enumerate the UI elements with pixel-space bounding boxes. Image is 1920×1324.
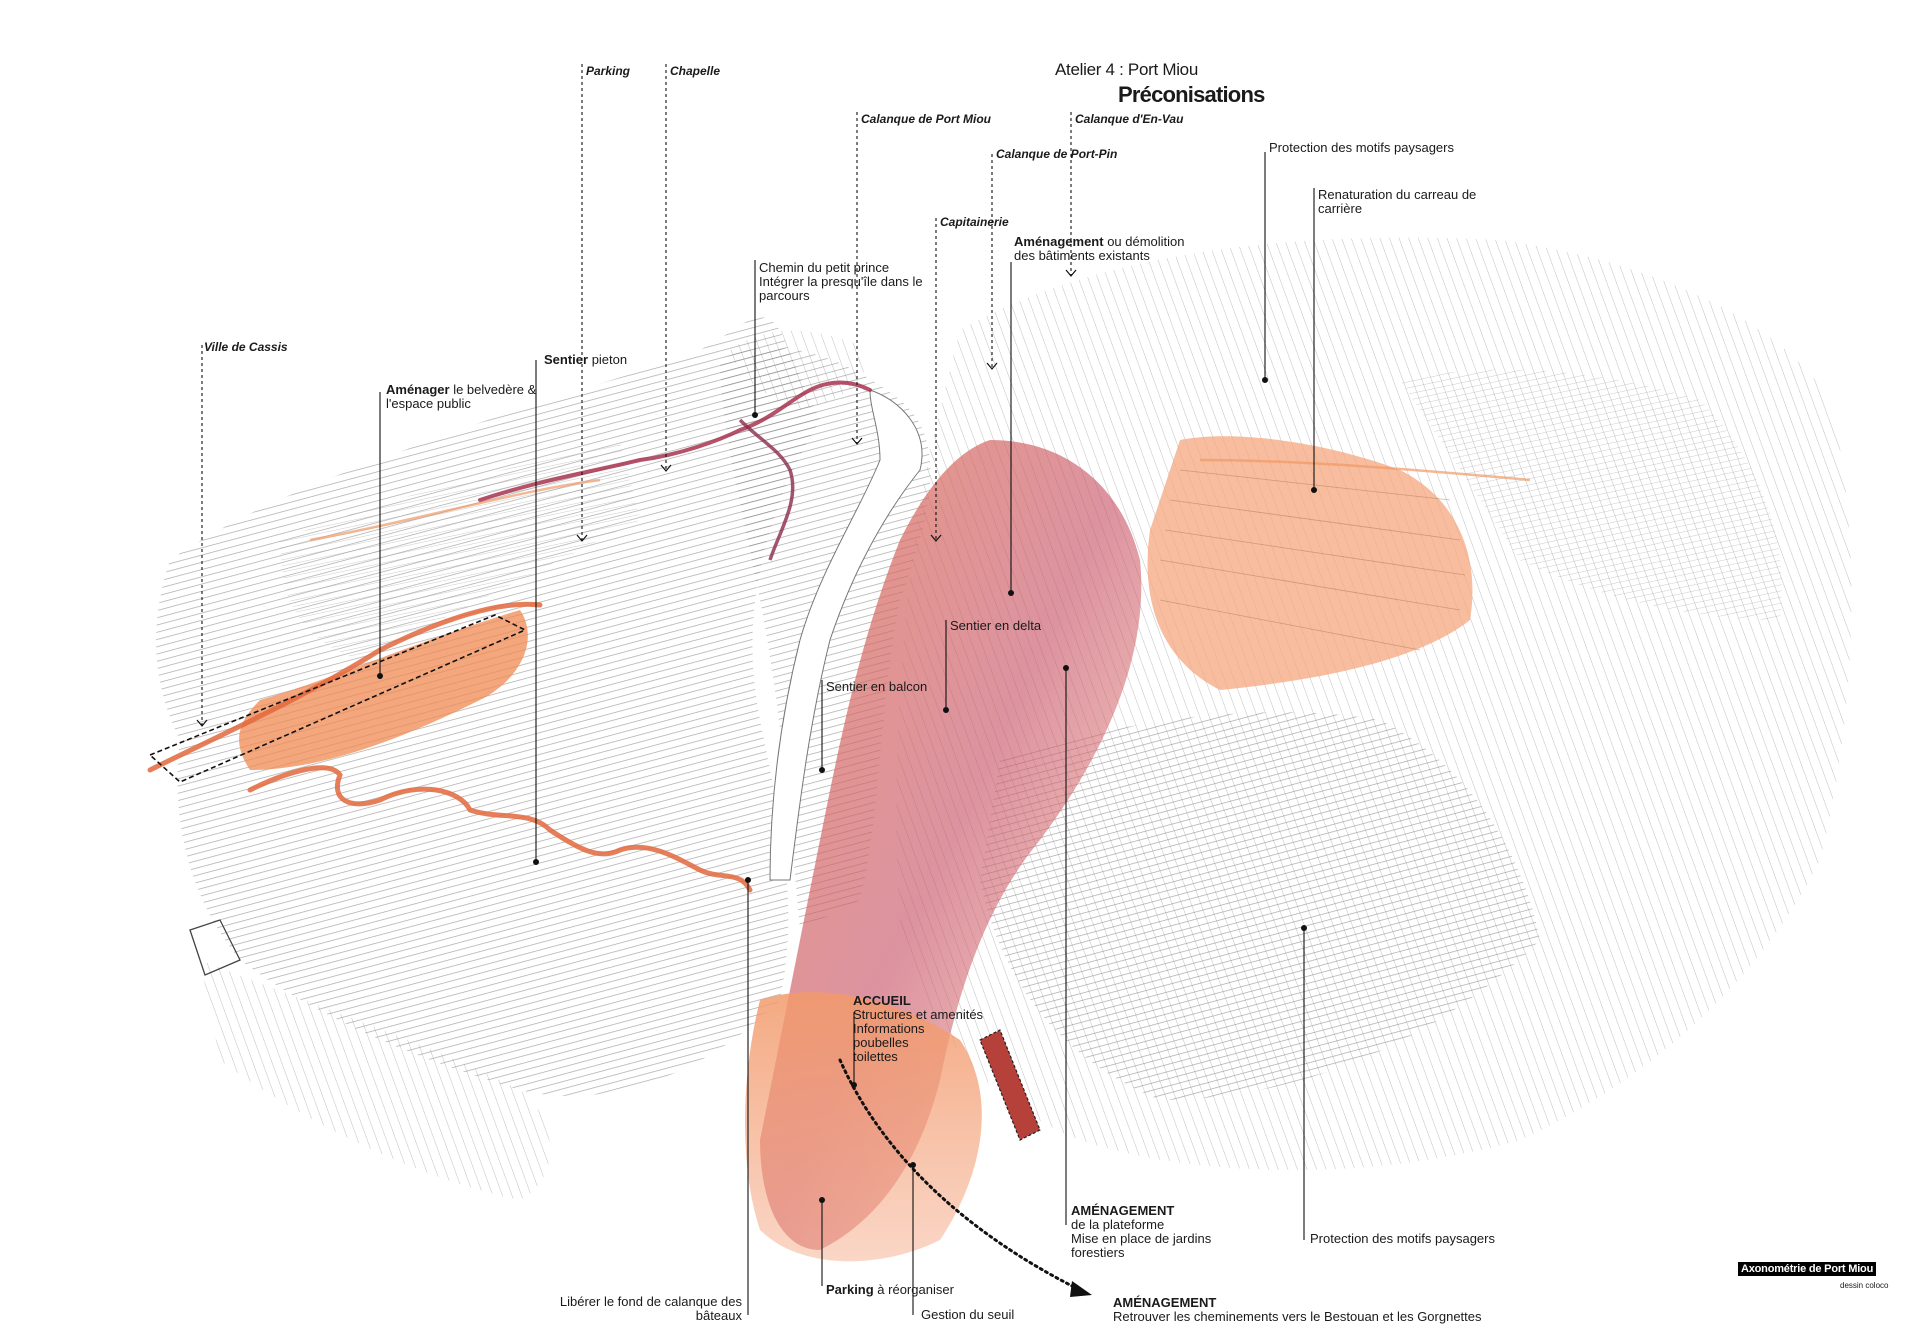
belvedere-wash <box>239 610 528 770</box>
building <box>979 1029 1041 1141</box>
place-port-miou: Calanque de Port Miou <box>861 112 992 126</box>
figure-caption: Axonométrie de Port Miou <box>1738 1262 1877 1276</box>
annotation-amenagement-batiments: Aménagement ou démolition des bâtiments … <box>1014 234 1185 263</box>
quarry-floor <box>1147 436 1473 690</box>
quarry-floor-lines <box>1159 469 1466 651</box>
annotation-parking-reorg: Parking à réorganiser <box>826 1282 954 1297</box>
access-arrow <box>838 1058 1082 1292</box>
terrain-left-lower <box>200 960 550 1200</box>
place-en-vau: Calanque d'En-Vau <box>1075 112 1184 126</box>
annotation-petit-prince: Chemin du petit prince Intégrer la presq… <box>759 260 923 303</box>
annotation-sentier-delta: Sentier en delta <box>950 618 1042 633</box>
calanque-lower-wash <box>745 992 982 1262</box>
annotation-sentier-balcon: Sentier en balcon <box>826 679 928 694</box>
leader-dots <box>377 377 1317 1203</box>
annotation-belvedere: Aménager le belvedère & l'espace public <box>386 382 537 411</box>
terrain-left <box>156 317 821 1097</box>
terrain-far-left <box>280 440 640 660</box>
terrain-right-ridge <box>980 712 1540 1100</box>
terrain-peninsula-top <box>730 330 867 410</box>
annotation-liberer: Libérer le fond de calanque des bâteaux <box>559 1294 742 1323</box>
annotation-motifs-bottom: Protection des motifs paysagers <box>1310 1231 1495 1246</box>
leader-arrowheads <box>196 269 1077 727</box>
place-port-pin: Calanque de Port-Pin <box>996 147 1118 161</box>
place-parking: Parking <box>586 64 631 78</box>
page-subtitle: Préconisations <box>1118 82 1265 107</box>
orange-route <box>147 601 753 893</box>
orange-thin-route <box>309 458 1531 542</box>
figure-credit: dessin coloco <box>1840 1281 1889 1290</box>
annotation-plateforme: AMÉNAGEMENT de la plateforme Mise en pla… <box>1071 1203 1212 1260</box>
red-route <box>478 380 872 502</box>
terrain-right-cliffs <box>1400 369 1782 620</box>
annotation-cheminements: AMÉNAGEMENT Retrouver les cheminements v… <box>1113 1295 1482 1324</box>
place-chapelle: Chapelle <box>670 64 721 78</box>
place-capitainerie: Capitainerie <box>940 215 1009 229</box>
annotation-sentier-pieton: Sentier pieton <box>544 352 628 367</box>
port-miou-channel <box>769 389 923 881</box>
place-cassis: Ville de Cassis <box>204 340 288 354</box>
annotation-gestion-seuil: Gestion du seuil <box>921 1307 1015 1322</box>
annotation-renaturation: Renaturation du carreau de carrière <box>1318 187 1477 216</box>
page-title: Atelier 4 : Port Miou <box>1055 60 1198 79</box>
access-arrow-head <box>1070 1281 1092 1297</box>
red-route-2 <box>738 418 795 561</box>
annotation-accueil: ACCUEIL Structures et amenités Informati… <box>853 993 984 1064</box>
annotation-motifs-top: Protection des motifs paysagers <box>1269 140 1454 155</box>
leader-lines <box>201 64 1315 1315</box>
house-left <box>189 919 241 976</box>
